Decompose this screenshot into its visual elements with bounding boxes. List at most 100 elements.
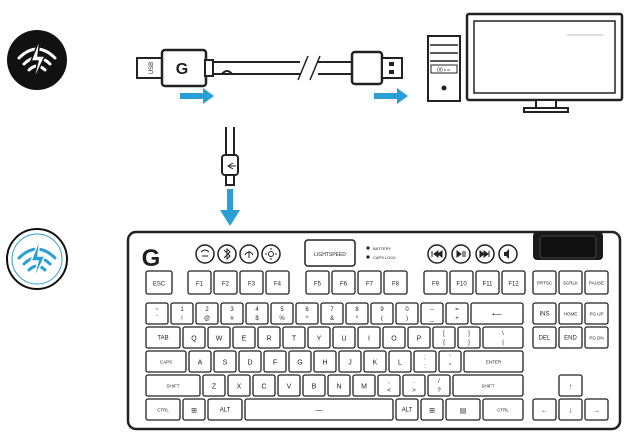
key-symbol[interactable]: [{ (432, 326, 456, 349)
key-tab[interactable]: TAB (145, 326, 181, 349)
key-cap[interactable] (263, 350, 287, 373)
key-symbol[interactable]: –_ (420, 302, 444, 325)
key-w[interactable]: W (207, 326, 231, 349)
key-cap[interactable] (420, 302, 444, 325)
key-symbol[interactable]: ⊞ (182, 398, 206, 421)
key-a[interactable]: A (188, 350, 212, 373)
key-cap[interactable] (307, 326, 331, 349)
key-f2[interactable]: F2 (213, 270, 238, 295)
key-cap[interactable] (357, 326, 381, 349)
key-n[interactable]: N (327, 374, 351, 397)
key-cap[interactable] (445, 302, 469, 325)
key-cap[interactable] (377, 374, 401, 397)
key-ctrl[interactable]: CTRL (145, 398, 181, 421)
key-cap[interactable] (438, 350, 462, 373)
key-r[interactable]: R (257, 326, 281, 349)
key-cap[interactable] (558, 302, 583, 325)
key-6[interactable]: 6^ (295, 302, 319, 325)
key-symbol[interactable]: ▤ (445, 398, 481, 421)
key-symbol[interactable]: ⊞ (420, 398, 444, 421)
key-k[interactable]: K (363, 350, 387, 373)
key-pg-dn[interactable]: PG DN (584, 326, 609, 349)
key-alt[interactable]: ALT (395, 398, 419, 421)
key-v[interactable]: V (277, 374, 301, 397)
key-8[interactable]: 8* (345, 302, 369, 325)
key-symbol[interactable]: .> (402, 374, 426, 397)
key-cap[interactable] (370, 302, 394, 325)
key-cap[interactable] (265, 270, 290, 295)
key-cap[interactable] (213, 350, 237, 373)
key-symbol[interactable]: '" (438, 350, 462, 373)
key-symbol[interactable]: ↓ (558, 398, 583, 421)
key-enter[interactable]: ENTER (463, 350, 524, 373)
key-cap[interactable] (182, 398, 206, 421)
key-cap[interactable] (213, 270, 238, 295)
key-h[interactable]: H (313, 350, 337, 373)
key-cap[interactable] (220, 302, 244, 325)
key-cap[interactable] (382, 326, 406, 349)
key-cap[interactable] (420, 398, 444, 421)
key-f9[interactable]: F9 (423, 270, 448, 295)
key-o[interactable]: O (382, 326, 406, 349)
key-3[interactable]: 3# (220, 302, 244, 325)
key-e[interactable]: E (232, 326, 256, 349)
key-cap[interactable] (282, 326, 306, 349)
key-cap[interactable] (558, 270, 583, 295)
key-pg-up[interactable]: PG UP (584, 302, 609, 325)
key-caps[interactable]: CAPS (145, 350, 187, 373)
key-shift[interactable]: SHIFT (452, 374, 524, 397)
key-f11[interactable]: F11 (475, 270, 500, 295)
key-symbol[interactable]: =+ (445, 302, 469, 325)
key-c[interactable]: C (252, 374, 276, 397)
key-f3[interactable]: F3 (239, 270, 264, 295)
key-symbol[interactable]: ;: (413, 350, 437, 373)
key-cap[interactable] (327, 374, 351, 397)
key-5[interactable]: 5% (270, 302, 294, 325)
key-ctrl[interactable]: CTRL (482, 398, 524, 421)
key-end[interactable]: END (558, 326, 583, 349)
key-7[interactable]: 7& (320, 302, 344, 325)
key-cap[interactable] (232, 326, 256, 349)
key-symbol[interactable]: ]} (457, 326, 481, 349)
key-q[interactable]: Q (182, 326, 206, 349)
key-symbol[interactable]: \| (482, 326, 524, 349)
key-cap[interactable] (584, 398, 609, 421)
key-cap[interactable] (452, 374, 524, 397)
key-symbol[interactable]: → (584, 398, 609, 421)
key-cap[interactable] (244, 398, 394, 421)
key-cap[interactable] (145, 302, 169, 325)
key-cap[interactable] (432, 326, 456, 349)
key-cap[interactable] (423, 270, 448, 295)
lighting-button[interactable] (261, 244, 281, 264)
key-cap[interactable] (558, 398, 583, 421)
key-cap[interactable] (252, 374, 276, 397)
key-cap[interactable] (584, 302, 609, 325)
key-cap[interactable] (482, 398, 524, 421)
key-cap[interactable] (427, 374, 451, 397)
key-cap[interactable] (470, 302, 524, 325)
key-cap[interactable] (295, 302, 319, 325)
key-cap[interactable] (357, 270, 382, 295)
key-symbol[interactable]: ,< (377, 374, 401, 397)
key-cap[interactable] (331, 270, 356, 295)
key-cap[interactable] (207, 398, 243, 421)
key-cap[interactable] (463, 350, 524, 373)
key-cap[interactable] (457, 326, 481, 349)
key-cap[interactable] (227, 374, 251, 397)
key-cap[interactable] (363, 350, 387, 373)
key-z[interactable]: Z (202, 374, 226, 397)
key-cap[interactable] (145, 350, 187, 373)
key-cap[interactable] (257, 326, 281, 349)
key-cap[interactable] (388, 350, 412, 373)
key-9[interactable]: 9( (370, 302, 394, 325)
key-cap[interactable] (145, 326, 181, 349)
key-symbol[interactable]: — (244, 398, 394, 421)
key-cap[interactable] (245, 302, 269, 325)
key-d[interactable]: D (238, 350, 262, 373)
key-f7[interactable]: F7 (357, 270, 382, 295)
key-scrlk[interactable]: SCRLK (558, 270, 583, 295)
key-cap[interactable] (195, 302, 219, 325)
key-symbol[interactable]: ↑ (558, 374, 583, 397)
key-j[interactable]: J (338, 350, 362, 373)
key-cap[interactable] (407, 326, 431, 349)
